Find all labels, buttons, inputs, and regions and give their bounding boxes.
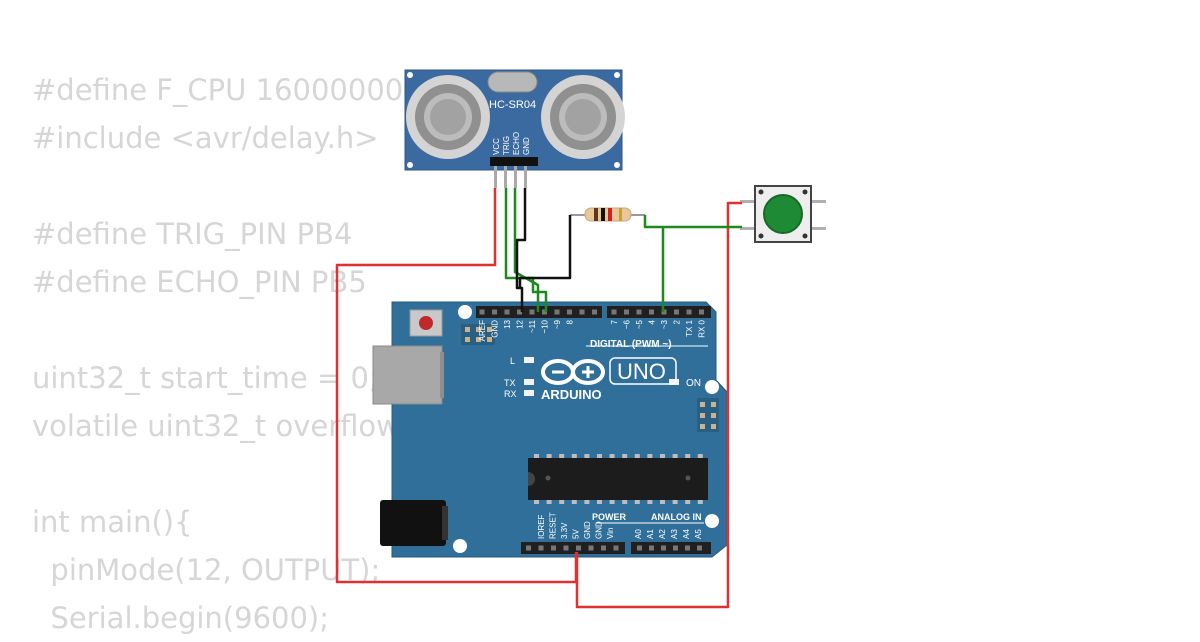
code-line: #define TRIG_PIN PB4 (32, 217, 353, 251)
digital-pin-label: ~6 (623, 319, 632, 329)
analog-pin-label: A2 (658, 529, 667, 539)
code-line: int main(){ (32, 505, 193, 539)
digital-header-label: DIGITAL (PWM ~) (590, 339, 672, 350)
icsp-header-right (697, 398, 719, 432)
icsp-header (461, 324, 495, 345)
digital-pin-label: ~3 (660, 319, 669, 329)
digital-pin-label: 13 (503, 319, 512, 328)
wire-button-signal (643, 215, 742, 229)
digital-header-right (607, 306, 711, 318)
sensor-pin-header (490, 157, 538, 166)
uno-badge (609, 357, 677, 385)
push-button-cap[interactable] (763, 194, 803, 234)
digital-pin-label: 7 (610, 319, 619, 324)
wire-trig (504, 188, 548, 312)
analog-pin-label: A1 (646, 529, 655, 539)
digital-pin-label: TX 1 (685, 319, 694, 336)
bottom-pin-holes (526, 545, 702, 551)
resistor[interactable] (570, 207, 645, 222)
power-pin-label: 5V (572, 529, 581, 539)
sensor-crystal (487, 71, 538, 93)
digital-pin-label: AREF (478, 320, 487, 341)
arduino-brand-label: ARDUINO (541, 387, 602, 402)
power-pin-label: GND (583, 521, 592, 539)
reset-button-cap[interactable] (419, 316, 433, 330)
reset-button[interactable] (409, 309, 443, 337)
power-pin-label: RESET (549, 512, 558, 539)
power-jack (380, 500, 446, 546)
led-label-tx: TX (504, 378, 516, 388)
digital-pin-label: 8 (566, 319, 575, 324)
analog-pin-label: A3 (670, 529, 679, 539)
digital-pin-label: RX 0 (698, 319, 707, 337)
wires (335, 188, 742, 609)
sensor-pin-label: VCC (492, 138, 501, 155)
mounting-hole (453, 539, 467, 553)
analog-pin-label: A5 (694, 529, 703, 539)
power-pin-label: IOREF (537, 514, 546, 539)
wire-gnd (515, 188, 527, 312)
wire-resistor-gnd (518, 215, 572, 288)
code-line: Serial.begin(9600); (32, 601, 330, 635)
transducer-left (406, 75, 490, 159)
usb-port (372, 345, 443, 405)
digital-pin-label: ~9 (553, 319, 562, 329)
mounting-hole (458, 305, 472, 319)
mounting-hole (705, 380, 719, 394)
digital-pin-label: ~10 (541, 319, 550, 333)
power-pin-label: GND (595, 521, 604, 539)
code-background: #define F_CPU 16000000 #include <avr/del… (32, 66, 403, 642)
digital-pin-holes (479, 309, 704, 315)
sensor-pin-label: ECHO (512, 132, 521, 155)
wire-echo (513, 188, 540, 312)
sensor-model-label: HC-SR04 (489, 99, 536, 111)
code-line: #define F_CPU 16000000 (32, 73, 404, 107)
power-header-label: POWER (592, 512, 627, 522)
mounting-hole (705, 514, 719, 528)
arduino-infinity-logo-icon (541, 359, 605, 385)
digital-pin-label: GND (491, 320, 500, 338)
atmega-chip (528, 454, 708, 504)
led-label-rx: RX (504, 389, 517, 399)
wire-5v-button (575, 201, 742, 609)
code-line: pinMode(12, OUTPUT); (32, 553, 381, 587)
digital-pin-label: ~11 (528, 319, 537, 333)
led-indicators: L TX RX ON (504, 356, 701, 399)
push-button[interactable] (740, 185, 826, 243)
led-label-l: L (510, 356, 515, 366)
digital-pin-label: ~5 (635, 319, 644, 329)
digital-pin-label: 2 (673, 319, 682, 324)
power-pin-label: Vin (606, 528, 615, 539)
analog-pin-label: A0 (634, 529, 643, 539)
sensor-pin-label: GND (522, 137, 531, 155)
code-line: #define ECHO_PIN PB5 (32, 265, 367, 299)
on-led-label: ON (686, 378, 701, 389)
power-header (521, 542, 625, 554)
digital-pin-label: 4 (648, 319, 657, 324)
analog-header (631, 542, 711, 554)
digital-pin-label: 12 (516, 319, 525, 328)
transducer-right (541, 75, 625, 159)
analog-header-label: ANALOG IN (651, 512, 702, 522)
uno-model-label: UNO (617, 359, 666, 384)
power-pin-label: 3.3V (560, 522, 569, 539)
sensor-pin-label: TRIG (502, 136, 511, 155)
analog-pin-label: A4 (682, 529, 691, 539)
code-line: #include <avr/delay.h> (32, 121, 379, 155)
